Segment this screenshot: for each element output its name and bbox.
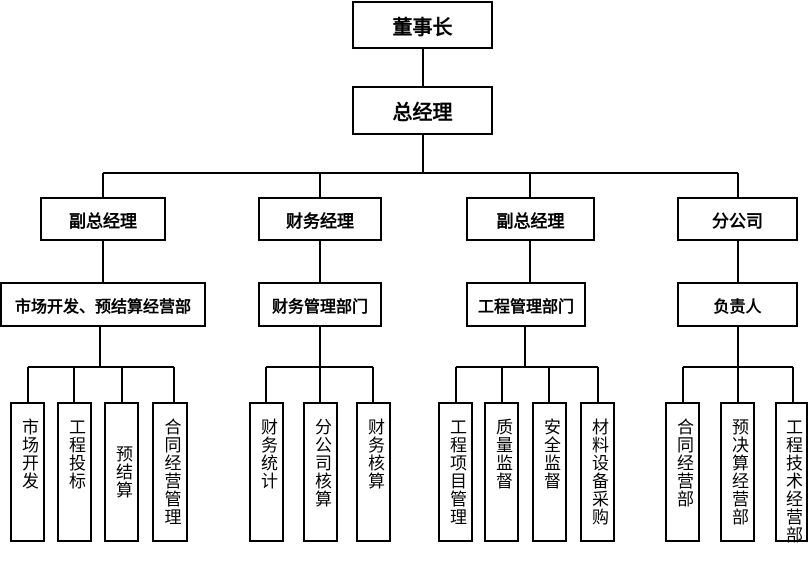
node-branch-1-unit-0: 财务统计 [249,402,284,542]
node-branch-2-unit-0: 工程项目管理 [438,402,473,542]
node-branch-1-dept: 财务管理部门 [258,282,382,327]
node-branch-0-head: 副总经理 [40,197,166,241]
node-branch-0-unit-1: 工程投标 [57,402,92,542]
node-branch-1-unit-1: 分公司核算 [303,402,338,542]
node-branch-3-unit-0: 合同经营部 [665,402,700,542]
node-branch-3-unit-2: 工程技术经营部 [775,402,808,544]
node-branch-1-unit-2: 财务核算 [356,402,391,542]
node-chairman: 董事长 [352,1,493,49]
node-branch-1-head: 财务经理 [258,197,382,241]
node-branch-2-unit-3: 材料设备采购 [580,402,615,542]
node-branch-3-dept: 负责人 [677,282,798,327]
node-branch-0-unit-0: 市场开发 [10,402,45,542]
node-branch-2-dept: 工程管理部门 [466,282,586,327]
node-branch-0-dept: 市场开发、预结算经营部 [0,282,206,327]
node-branch-2-unit-2: 安全监督 [532,402,567,542]
node-branch-3-unit-1: 预决算经营部 [720,402,755,542]
node-branch-2-unit-1: 质量监督 [484,402,519,542]
node-branch-0-unit-3: 合同经营管理 [152,402,188,542]
node-branch-3-head: 分公司 [677,197,798,241]
node-branch-0-unit-2: 预结算 [104,402,139,542]
node-branch-2-head: 副总经理 [466,197,595,241]
node-general-manager: 总经理 [352,86,493,135]
